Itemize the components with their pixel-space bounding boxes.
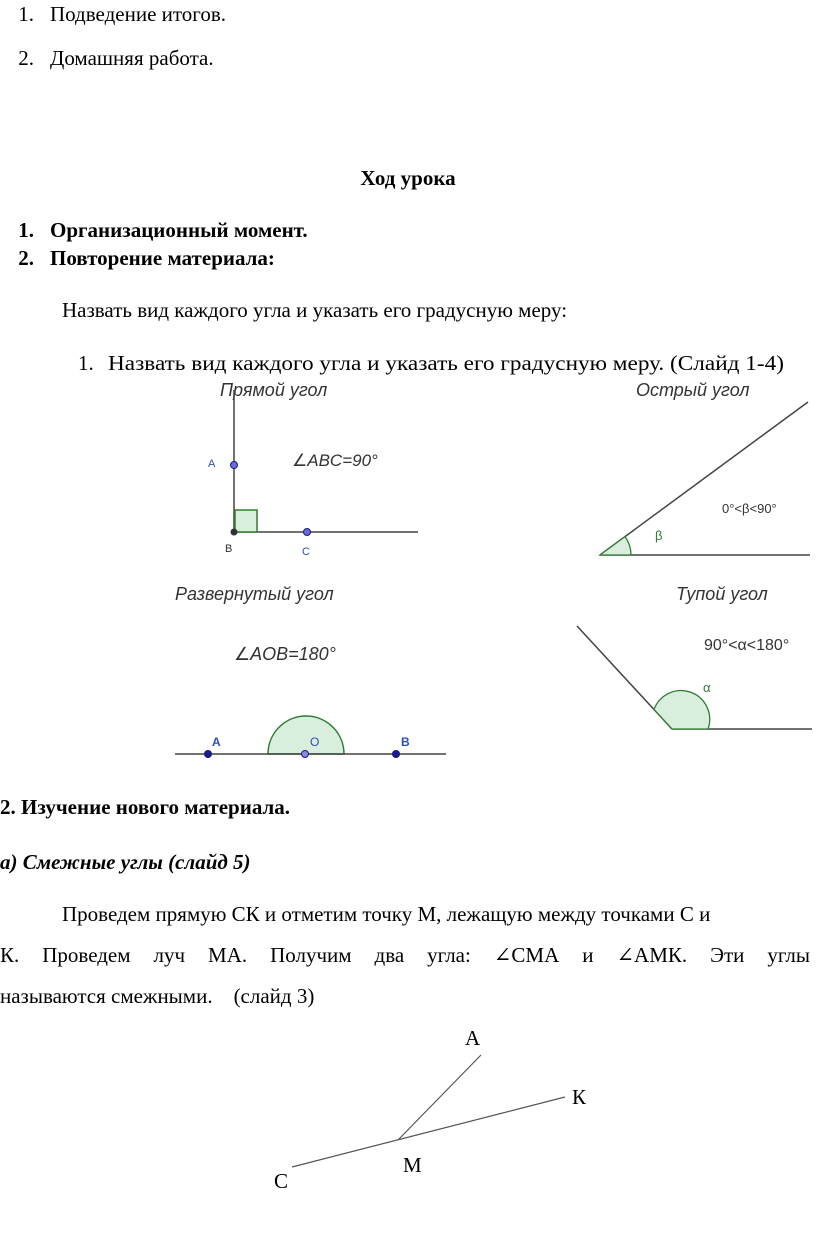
task-text: Назвать вид каждого угла и указать его г… bbox=[62, 298, 568, 322]
angles-figure: 1. Назвать вид каждого угла и указать ег… bbox=[78, 351, 812, 758]
word: луч bbox=[153, 943, 186, 967]
word: углы bbox=[767, 943, 810, 967]
right-angle-title: Прямой угол bbox=[220, 380, 327, 400]
point-a bbox=[230, 461, 238, 469]
list-number: 1. bbox=[18, 2, 34, 26]
straight-angle-diagram: Развернутый угол ∠AOB=180° A O B bbox=[175, 584, 446, 758]
obtuse-angle-formula: 90°<α<180° bbox=[704, 637, 789, 654]
point-o bbox=[301, 750, 309, 758]
straight-angle-title: Развернутый угол bbox=[175, 584, 334, 604]
alpha-label: α bbox=[703, 680, 711, 695]
slide-title-number: 1. bbox=[78, 351, 94, 375]
angle-cma: ∠СМА bbox=[493, 943, 560, 967]
label-a: А bbox=[465, 1026, 481, 1050]
paragraph-line-3: называются смежными. (слайд 3) bbox=[0, 984, 315, 1008]
word: угла: bbox=[427, 943, 471, 967]
beta-label: β bbox=[655, 528, 662, 543]
word: МА. bbox=[208, 943, 248, 967]
straight-angle-arc bbox=[267, 715, 345, 755]
obtuse-angle-title: Тупой угол bbox=[676, 584, 768, 604]
list-number: 2. bbox=[18, 46, 34, 70]
top-list-item-1: 1. Подведение итогов. bbox=[0, 2, 226, 27]
word: Эти bbox=[710, 943, 745, 967]
line-ck bbox=[291, 1096, 566, 1168]
right-angle-diagram: Прямой угол A B C ∠ABC=90° bbox=[208, 380, 418, 558]
label-b: B bbox=[401, 735, 410, 749]
stage-text: Повторение материала: bbox=[50, 246, 275, 270]
point-b bbox=[392, 750, 400, 758]
obtuse-angle-diagram: Тупой угол 90°<α<180° α bbox=[576, 584, 812, 730]
point-c bbox=[303, 528, 311, 536]
acute-angle-title: Острый угол bbox=[636, 380, 750, 400]
label-b: B bbox=[225, 543, 232, 555]
section-heading: 2. Изучение нового материала. bbox=[0, 795, 291, 819]
acute-ray-upper bbox=[599, 401, 809, 556]
paragraph-line-2: К. Проведем луч МА. Получим два угла: ∠С… bbox=[0, 943, 810, 968]
angle-amk: ∠АМК. bbox=[616, 943, 688, 967]
obtuse-angle-arc bbox=[653, 689, 711, 730]
right-angle-formula: ∠ABC=90° bbox=[292, 451, 378, 470]
acute-angle-diagram: Острый угол β 0°<β<90° bbox=[598, 380, 810, 556]
straight-angle-formula: ∠AOB=180° bbox=[234, 644, 336, 664]
label-a: A bbox=[208, 458, 216, 470]
lesson-heading: Ход урока bbox=[360, 166, 456, 190]
slide-title: Назвать вид каждого угла и указать его г… bbox=[108, 351, 784, 375]
acute-angle-arc bbox=[598, 535, 632, 556]
stage-item-2: 2. Повторение материала: bbox=[0, 246, 275, 271]
list-number: 2. bbox=[18, 246, 34, 270]
point-b bbox=[230, 528, 238, 536]
top-list-item-2: 2. Домашняя работа. bbox=[0, 46, 214, 71]
list-number: 1. bbox=[18, 218, 34, 242]
label-k: К bbox=[572, 1085, 587, 1109]
word: К. bbox=[0, 943, 20, 967]
list-item-text: Подведение итогов. bbox=[50, 2, 227, 26]
word: Получим bbox=[270, 943, 352, 967]
list-item-text: Домашняя работа. bbox=[50, 46, 214, 70]
paragraph-line-1: Проведем прямую СК и отметим точку М, ле… bbox=[62, 902, 711, 926]
subsection-heading: а) Смежные углы (слайд 5) bbox=[0, 850, 251, 874]
right-angle-mark bbox=[234, 509, 258, 533]
word: и bbox=[582, 943, 594, 967]
label-c: С bbox=[274, 1169, 288, 1193]
stage-text: Организационный момент. bbox=[50, 218, 308, 242]
adjacent-angles-figure: А К М С bbox=[274, 1026, 587, 1193]
point-a bbox=[204, 750, 212, 758]
word: два bbox=[374, 943, 405, 967]
stage-item-1: 1. Организационный момент. bbox=[0, 218, 308, 243]
acute-angle-formula: 0°<β<90° bbox=[722, 501, 777, 516]
ray-ma bbox=[397, 1054, 482, 1141]
label-m: М bbox=[403, 1153, 422, 1177]
label-o: O bbox=[310, 735, 319, 749]
word: Проведем bbox=[42, 943, 131, 967]
label-a: A bbox=[212, 735, 221, 749]
label-c: C bbox=[302, 546, 310, 558]
